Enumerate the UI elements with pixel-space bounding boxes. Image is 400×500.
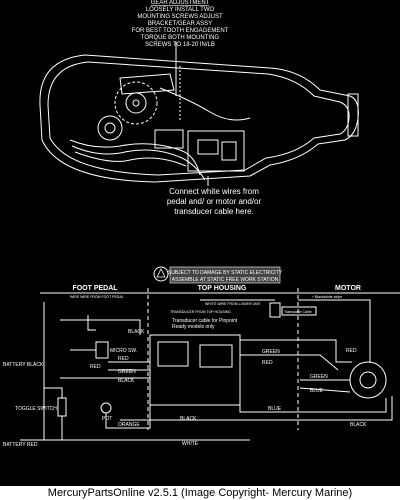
wire-label: BLACK [350, 422, 367, 428]
copyright-caption: MercuryPartsOnline v2.5.1 (Image Copyrig… [0, 486, 400, 500]
warning-box [169, 266, 281, 284]
warning-line-1: SUBJECT TO DAMAGE BY STATIC ELECTRICITY [168, 270, 283, 276]
static-warning: SUBJECT TO DAMAGE BY STATIC ELECTRICITY … [153, 266, 283, 284]
wire-blue [239, 398, 387, 413]
wire-label: BLUE [268, 406, 282, 412]
wire-black-loop [87, 315, 96, 331]
motor-pulley [97, 115, 123, 141]
gear-adjustment-note: GEAR ADJUSTMENT LOOSELY INSTALL TWO MOUN… [132, 0, 229, 48]
connect-note-line: transducer cable here. [174, 207, 254, 216]
foot-pedal-subnote: WIRE WIRE FROM FOOT PEDAL [70, 295, 124, 299]
wire-label: RED [262, 360, 273, 366]
wire-label: MICRO SW. [110, 348, 137, 354]
wire-label: RED [346, 348, 357, 354]
gear-note-line: LOOSELY INSTALL TWO [146, 7, 215, 13]
motor-symbol-inner [359, 371, 377, 389]
wire-label: BLACK [118, 378, 135, 384]
top-housing-heading: TOP HOUSING [198, 285, 247, 292]
schematic-frame [20, 288, 400, 441]
gear-note-line: TORQUE BOTH MOUNTING [141, 35, 220, 41]
housing-outline [39, 54, 359, 183]
wire-blue-motor [299, 387, 351, 393]
wire-bundle-1 [69, 139, 201, 176]
wire-orange [105, 405, 151, 429]
wire-label: BATTERY BLACK [3, 362, 44, 368]
wire-label: BLACK [180, 416, 197, 422]
gear-hub [125, 92, 147, 114]
wire-label: GREEN [262, 349, 280, 355]
toggle-switch-body [57, 397, 67, 417]
esd-warning-icon [153, 266, 169, 282]
wire-label: GREEN [310, 374, 328, 380]
wire-red-motor [240, 339, 352, 363]
gear-note-line: BRACKET/GEAR ASSY [148, 21, 212, 27]
wire-green-mid [240, 354, 339, 371]
wire-black-top [60, 319, 141, 335]
end-cap [347, 93, 359, 137]
section-headings: FOOT PEDAL TOP HOUSING MOTOR [72, 285, 361, 292]
motor-pulley-inner [104, 122, 116, 134]
wire-bundle-2 [71, 145, 206, 181]
transducer-tag-box [281, 306, 317, 316]
gear-note-line: MOUNTING SCREWS ADJUST [137, 14, 223, 20]
transducer-notes: Transducer cable for Pinpoint Ready mode… [172, 318, 238, 330]
wire-label: RED [118, 356, 129, 362]
connect-note: Connect white wires from pedal and/ or m… [167, 187, 262, 216]
schematic-notes: WIRE WIRE FROM FOOT PEDAL WHITE WIRE FRO… [70, 295, 342, 314]
wire-label: WHITE [182, 441, 199, 447]
control-board-inner [157, 341, 189, 367]
wire-bundle-4 [159, 87, 251, 121]
wire-toggle [44, 387, 63, 398]
gear [114, 81, 158, 125]
heat-sink [154, 129, 184, 149]
white-wire-note: WHITE WIRE FROM LOWER UNIT [205, 302, 261, 306]
transducer-plug [269, 302, 281, 318]
motor-note: + Black/white stripe [312, 295, 342, 299]
transducer-small-note: TRANSDUCER FROM TOP HOUSING [170, 310, 231, 314]
gear-note-line: FOR BEST TOOTH ENGAGEMENT [132, 28, 229, 34]
connect-note-line: pedal and/ or motor and/or [167, 197, 262, 206]
wire-to-motor-top [298, 299, 371, 362]
wire-black-bottom [120, 396, 393, 421]
gear-center [132, 99, 140, 107]
transducer-note-1: Transducer cable for Pinpoint [172, 318, 238, 324]
gear-note-line: SCREWS TO 18-20 IN/LB [145, 42, 215, 48]
transducer-note-2: Ready models only [172, 324, 215, 330]
motor-symbol [349, 361, 387, 399]
relay-block [199, 344, 233, 368]
bracket [119, 73, 175, 95]
warning-line-2: ASSEMBLE AT STATIC FREE WORK STATION [172, 277, 279, 283]
wire-label: ORANGE [118, 422, 140, 428]
wire-label: TOGGLE SWITCH [15, 406, 57, 412]
micro-switch [95, 341, 109, 359]
wire-bundle-3 [74, 151, 187, 167]
transducer-tag: Transducer Cable [284, 310, 312, 314]
wire-label: POT [102, 416, 112, 422]
wire-label: BLUE [310, 388, 324, 394]
wire-label: BATTERY RED [3, 442, 38, 448]
board-chip-2 [221, 141, 237, 161]
motor-heading: MOTOR [335, 285, 361, 292]
wire-label: BLACK [128, 329, 145, 335]
esd-hand-icon [156, 268, 166, 278]
circuit-board [187, 130, 245, 172]
foot-pedal-heading: FOOT PEDAL [72, 285, 118, 292]
wire-label: RED [90, 364, 101, 370]
board-chip [197, 139, 219, 155]
pot-symbol [100, 402, 112, 414]
gear-note-title: GEAR ADJUSTMENT [151, 0, 210, 6]
wire-label: GREEN [118, 369, 136, 375]
housing-drawing [39, 42, 359, 186]
wire-labels: BLACK BATTERY BLACK MICRO SW. RED RED GR… [3, 329, 367, 448]
connect-note-line: Connect white wires from [169, 187, 259, 196]
